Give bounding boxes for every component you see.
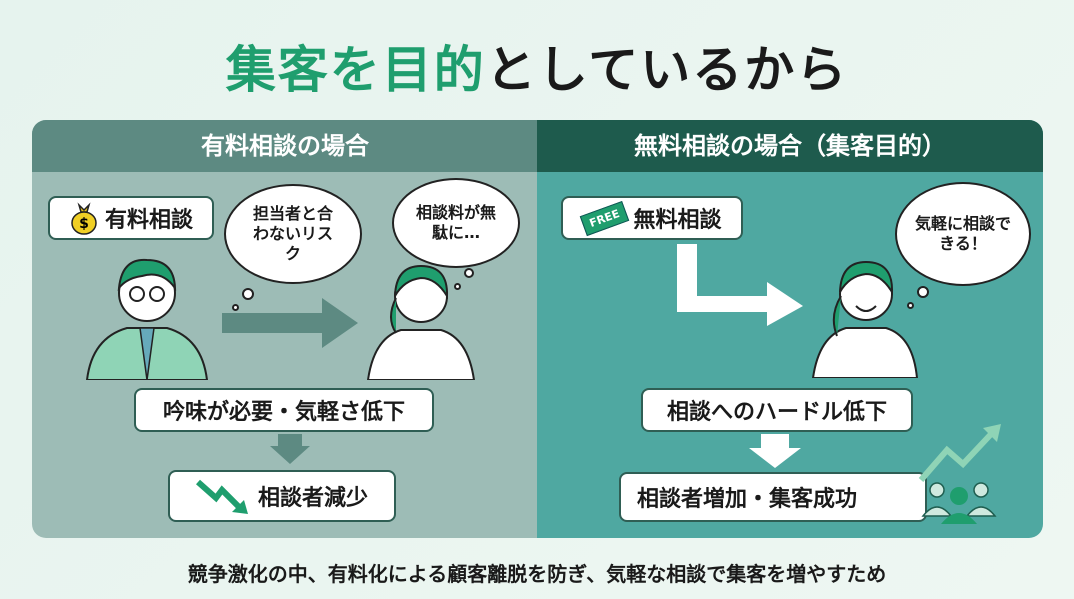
result-text: 相談者減少: [257, 486, 368, 511]
bent-arrow-icon: [677, 244, 803, 326]
paid-consultation-panel: 有料相談の場合 $ 有料相談 担当者と合わないリスク 相談料が無駄に… 吟味が必…: [32, 120, 538, 538]
paid-label-text: 有料相談: [104, 208, 193, 233]
thought-dot: [464, 268, 474, 278]
result-fewer-consultants: 相談者減少: [168, 470, 396, 522]
thought-bubble-easy-consult: 気軽に相談できる！: [895, 182, 1031, 286]
title-highlight: 集客を目的: [225, 41, 486, 99]
growth-crowd-icon: [918, 424, 1001, 524]
step-lower-barrier: 相談へのハードル低下: [641, 388, 913, 432]
down-arrow-icon: [270, 434, 310, 464]
paid-consultation-label: $ 有料相談: [48, 196, 214, 240]
free-consultation-panel: 無料相談の場合（集客目的） FREE 無料相談 気軽に相談できる！ 相談へのハー…: [537, 120, 1043, 538]
man-consultant-illustration: [85, 258, 209, 380]
thought-dot: [242, 288, 254, 300]
money-bag-icon: $: [71, 202, 97, 235]
result-more-consultants: 相談者増加・集客成功: [619, 472, 927, 522]
down-arrow-icon: [749, 434, 801, 468]
free-label-text: 無料相談: [633, 208, 722, 233]
worried-woman-illustration: [366, 264, 476, 380]
thought-dot: [917, 286, 929, 298]
free-tag-icon: FREE: [580, 200, 630, 236]
declining-trend-icon: [195, 479, 248, 514]
thought-dot: [907, 302, 914, 309]
thought-dot: [232, 304, 239, 311]
free-consultation-label: FREE 無料相談: [561, 196, 743, 240]
svg-text:$: $: [79, 216, 89, 232]
paid-panel-header: 有料相談の場合: [32, 120, 538, 172]
thought-bubble-mismatch-risk: 担当者と合わないリスク: [224, 184, 362, 284]
happy-woman-illustration: [811, 260, 919, 378]
step-deliberation-needed: 吟味が必要・気軽さ低下: [134, 388, 434, 432]
title-rest: としているから: [485, 41, 849, 99]
page-title: 集客を目的としているから: [0, 30, 1074, 102]
footer-summary: 競争激化の中、有料化による顧客離脱を防ぎ、気軽な相談で集客を増やすため: [187, 562, 887, 586]
right-arrow-icon: [222, 298, 358, 348]
thought-bubble-wasted-fee: 相談料が無駄に…: [392, 178, 520, 268]
thought-dot: [454, 283, 461, 290]
free-panel-header: 無料相談の場合（集客目的）: [537, 120, 1043, 172]
